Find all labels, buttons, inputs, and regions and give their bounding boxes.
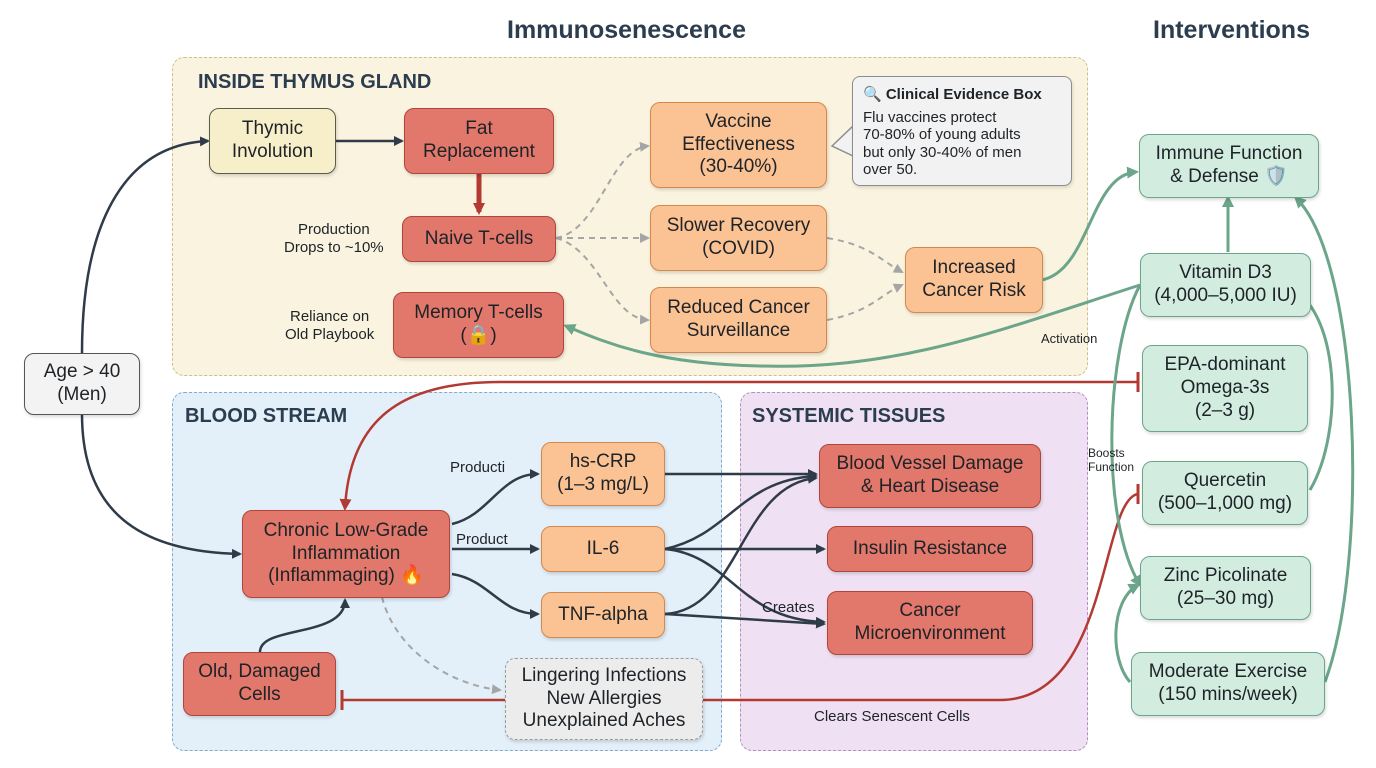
cancer-microenvironment-node: Cancer Microenvironment bbox=[827, 591, 1033, 655]
immunosenescence-heading: Immunosenescence bbox=[507, 16, 746, 44]
arrow-inflam-hscrp bbox=[451, 469, 540, 526]
dashed-naive-reduced bbox=[555, 237, 650, 325]
slower-recovery-node: Slower Recovery (COVID) bbox=[650, 205, 827, 271]
arrow-il6-cancer bbox=[664, 547, 826, 627]
thymic-involution-node: Thymic Involution bbox=[209, 108, 336, 174]
arrow-age-inflam bbox=[80, 413, 242, 559]
immune-function-node: Immune Function & Defense 🛡️ bbox=[1139, 134, 1319, 198]
tnf-alpha-node: TNF-alpha bbox=[541, 592, 665, 638]
insulin-resistance-node: Insulin Resistance bbox=[827, 526, 1033, 572]
arrow-vitd-zinc bbox=[1110, 284, 1142, 588]
clinical-evidence-box: 🔍 Clinical Evidence Box Flu vaccines pro… bbox=[852, 76, 1072, 186]
producti-label: Producti bbox=[450, 459, 506, 476]
arrow-il6-vessel bbox=[664, 471, 818, 551]
arrow-increased-immune bbox=[1041, 166, 1139, 282]
activation-label: Activation bbox=[1041, 331, 1098, 346]
arrow-epa-inflam bbox=[339, 380, 1138, 511]
arrow-tnf-cancer bbox=[664, 612, 826, 629]
boosts-function-label: Boosts Function bbox=[1088, 446, 1135, 475]
dashed-naive-vaccine bbox=[555, 141, 650, 239]
arrow-inflam-tnf bbox=[451, 572, 540, 619]
arrow-exercise-immune bbox=[1293, 195, 1355, 683]
age-node: Age > 40 (Men) bbox=[24, 353, 140, 415]
reliance-label: Reliance on Old Playbook bbox=[285, 308, 375, 343]
vaccine-effectiveness-node: Vaccine Effectiveness (30-40%) bbox=[650, 102, 827, 188]
arrow-exercise-zinc bbox=[1114, 583, 1141, 684]
evidence-body: Flu vaccines protect 70-80% of young adu… bbox=[863, 109, 1022, 178]
interventions-heading: Interventions bbox=[1153, 16, 1310, 44]
dashed-inflam-linger bbox=[381, 596, 502, 695]
epa-omega-3s-node: EPA-dominant Omega-3s (2–3 g) bbox=[1142, 345, 1308, 432]
clears-senescent-label: Clears Senescent Cells bbox=[814, 708, 970, 725]
arrow-quercetin-old bbox=[342, 492, 1139, 702]
quercetin-node: Quercetin (500–1,000 mg) bbox=[1142, 461, 1308, 525]
vitamin-d3-node: Vitamin D3 (4,000–5,000 IU) bbox=[1140, 253, 1311, 317]
old-damaged-cells-node: Old, Damaged Cells bbox=[183, 652, 336, 716]
arrow-age-thymic bbox=[80, 136, 210, 354]
moderate-exercise-node: Moderate Exercise (150 mins/week) bbox=[1131, 652, 1325, 716]
evidence-pointer bbox=[830, 125, 854, 157]
product-label: Product bbox=[456, 531, 508, 548]
creates-label: Creates bbox=[762, 599, 815, 616]
dashed-reduced-increased bbox=[826, 283, 904, 321]
inflammaging-node: Chronic Low-Grade Inflammation (Inflamma… bbox=[242, 510, 450, 598]
zinc-picolinate-node: Zinc Picolinate (25–30 mg) bbox=[1140, 556, 1311, 620]
il-6-node: IL-6 bbox=[541, 526, 665, 572]
thymus-region-title: INSIDE THYMUS GLAND bbox=[198, 71, 432, 93]
lingering-infections-node: Lingering Infections New Allergies Unexp… bbox=[505, 658, 703, 740]
arrow-tnf-vessel bbox=[664, 473, 818, 616]
arrow-old-inflam bbox=[258, 598, 350, 653]
increased-cancer-risk-node: Increased Cancer Risk bbox=[905, 247, 1043, 313]
evidence-title: 🔍 Clinical Evidence Box bbox=[863, 86, 1042, 103]
hs-crp-node: hs-CRP (1–3 mg/L) bbox=[541, 442, 665, 506]
blood-region-title: BLOOD STREAM bbox=[185, 405, 348, 427]
reduced-surveillance-node: Reduced Cancer Surveillance bbox=[650, 287, 827, 353]
blood-vessel-damage-node: Blood Vessel Damage & Heart Disease bbox=[819, 444, 1041, 508]
naive-t-cells-node: Naive T-cells bbox=[402, 216, 556, 262]
fat-replacement-node: Fat Replacement bbox=[404, 108, 554, 174]
dashed-slower-increased bbox=[826, 237, 904, 273]
systemic-region-title: SYSTEMIC TISSUES bbox=[752, 405, 946, 427]
arrow-vitd-memory bbox=[563, 283, 1141, 368]
production-drops-label: Production Drops to ~10% bbox=[284, 221, 384, 256]
memory-t-cells-node: Memory T-cells (🔒) bbox=[393, 292, 564, 358]
